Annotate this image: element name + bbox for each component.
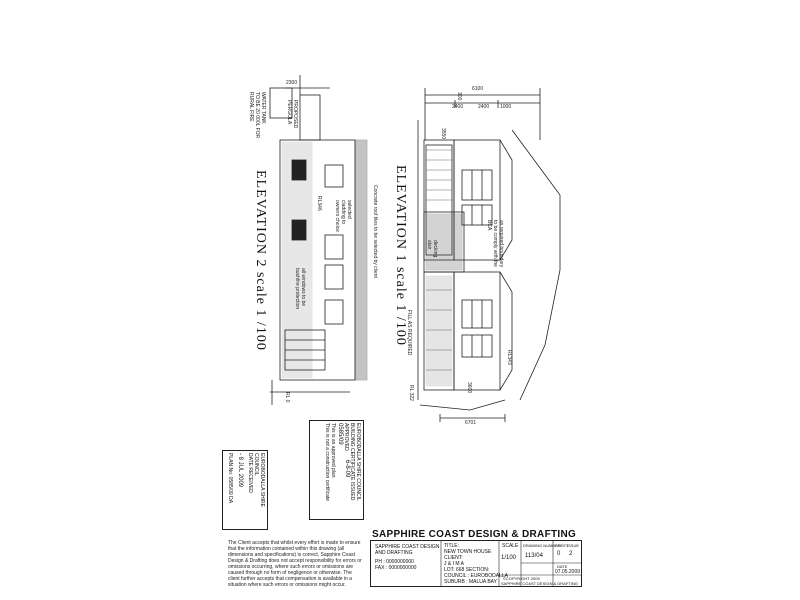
elevation-2-label: ELEVATION 2 scale 1 /100 xyxy=(253,170,268,351)
note-bushfire-a: all windows to be xyxy=(300,268,306,307)
dim-3550: 3550 xyxy=(440,128,446,140)
stamp-council-name: EUROBODALLA SHIRE COUNCIL xyxy=(253,453,265,507)
note-water-tank-3: RURAL FIRE xyxy=(248,92,254,122)
firm-fax: FAX : 0000000000 xyxy=(375,565,417,571)
dim-2400a: 2400 xyxy=(452,104,464,110)
elevation-2-drawing xyxy=(269,75,368,405)
dim-1000: 1000 xyxy=(500,104,512,110)
copyright-2: SAPPHIRE COAST DESIGN & DRAFTING xyxy=(501,581,578,586)
note-decking: decking xyxy=(432,240,438,258)
dim-300: 300 xyxy=(456,92,462,101)
stamp-date: - 8 JUL 2009 xyxy=(237,453,243,488)
note-rl343: RL343 xyxy=(506,350,512,365)
approval-council: EUROBODALLA SHIRE COUNCIL xyxy=(355,423,361,501)
firm-name-2: AND DRAFTING xyxy=(375,550,413,556)
client-label: CLIENT: xyxy=(444,555,463,561)
note-rl322: RL 322 xyxy=(408,385,414,401)
dim-3600: 3600 xyxy=(466,382,472,394)
company-heading: SAPPHIRE COAST DESIGN & DRAFTING xyxy=(372,529,577,540)
note-cladding-c: owners choice xyxy=(334,200,340,232)
suburb: SUBURB : MALUA BAY xyxy=(444,579,497,585)
title-block: SAPPHIRE COAST DESIGN AND DRAFTING PH : … xyxy=(370,540,582,587)
note-cladding-b: cladding to xyxy=(340,200,346,225)
scale-value: 1/100 xyxy=(501,555,517,561)
note-pergola-2: PERGOLA xyxy=(286,100,292,125)
note-roof-tiles: Concrete roof tiles to be selected by cl… xyxy=(372,185,378,278)
sheet-value: 0 xyxy=(557,551,561,557)
note-water-tank-2: TO BE 20 000L FOR xyxy=(254,92,260,139)
council-received-stamp: EUROBODALLA SHIRE COUNCIL DATE RECEIVED … xyxy=(222,450,268,530)
note-bushfire-b: bushfire protection xyxy=(294,268,300,310)
note-fill: FILL AS REQUIRED xyxy=(406,310,412,356)
elevation-1-drawing xyxy=(417,88,561,422)
note-stair: stair xyxy=(426,240,432,250)
dim-2300: 2300 xyxy=(286,80,298,86)
date-value: 07.05.2009 xyxy=(555,569,581,575)
title-value: NEW TOWN HOUSE xyxy=(444,549,492,555)
dim-6100: 6100 xyxy=(472,86,484,92)
drawing-number-label: DRAWING NUMBER xyxy=(523,543,561,548)
disclaimer-text: The Client accepts that whilst every eff… xyxy=(228,540,362,588)
approval-number: 0585/09 xyxy=(337,423,343,445)
title-block-grid xyxy=(440,541,581,586)
scale-label: SCALE xyxy=(502,543,519,549)
stamp-plan-no: PLAN No: 0585/09 DA xyxy=(227,453,233,504)
issue-value: 2 xyxy=(569,551,573,557)
client-value: J & I M A xyxy=(444,561,465,567)
issue-label: ISSUE xyxy=(567,543,580,548)
note-rl346: RL346 xyxy=(316,196,322,211)
approval-stamp: EUROBODALLA SHIRE COUNCIL BUILDING CERTI… xyxy=(309,420,364,520)
approval-cc-note: This is not a construction certificate xyxy=(324,423,330,502)
firm-phone: PH : 0000000000 xyxy=(375,559,414,565)
approval-date: 6-8-09 xyxy=(344,460,350,478)
note-pergola: PROPOSED xyxy=(292,100,298,129)
dim-2400b: 2400 xyxy=(478,104,490,110)
date-label: DATE xyxy=(557,564,568,569)
sheet-label: SHEET xyxy=(555,543,569,548)
copyright-1: ©COPYRIGHT 2009 xyxy=(503,576,540,581)
firm-name-1: SAPPHIRE COAST DESIGN xyxy=(375,544,440,550)
note-gl: RL 0 xyxy=(284,392,290,403)
title-label: TITLE: xyxy=(444,543,460,549)
drawing-number: 113/04 xyxy=(525,553,543,559)
note-water-tank: WATER TANK xyxy=(260,92,266,124)
note-boundary: as required boundary xyxy=(498,220,504,268)
lot-section: LOT: 668 SECTION: xyxy=(444,567,490,573)
note-cladding-a: selected xyxy=(346,200,352,219)
note-comply: to be comply with the xyxy=(492,220,498,267)
note-bca: BCA xyxy=(486,220,492,231)
approval-plan-note: This is an approved plan xyxy=(330,423,336,478)
council: COUNCIL : EUROBODALLA xyxy=(444,573,508,579)
dim-6701: 6701 xyxy=(465,420,477,426)
stamp-date-received: DATE RECEIVED xyxy=(247,453,253,493)
